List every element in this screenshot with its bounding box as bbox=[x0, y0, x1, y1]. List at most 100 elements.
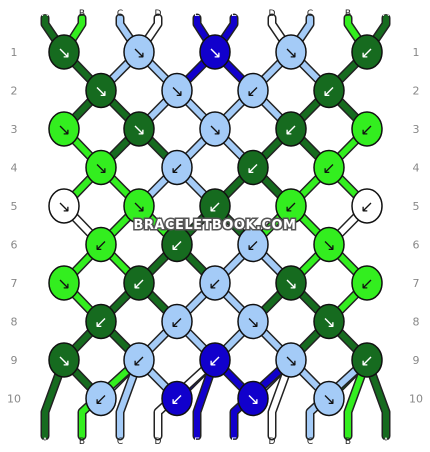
arrow-down-left-icon: ↙ bbox=[360, 197, 373, 216]
arrow-down-left-icon: ↙ bbox=[246, 236, 259, 255]
knot-oval bbox=[161, 303, 193, 340]
arrow-down-left-icon: ↙ bbox=[360, 351, 373, 370]
knot: ↙ bbox=[123, 342, 155, 378]
knot: ↘ bbox=[313, 303, 345, 340]
knot-oval bbox=[48, 188, 80, 224]
knot-oval bbox=[275, 188, 307, 224]
knot-oval bbox=[275, 342, 307, 378]
knot: ↙ bbox=[199, 265, 231, 301]
knot-grid: ↘↘↘↘↙↘↘↙↙↘↘↘↙↙↘↙↙↙↘↘↙↙↙↙↙↙↘↘↙↙↘↙↙↙↘↘↘↙↙↘… bbox=[48, 34, 383, 417]
arrow-down-left-icon: ↙ bbox=[132, 351, 145, 370]
knot-oval bbox=[199, 188, 231, 224]
row-number: 5 bbox=[413, 200, 420, 213]
strand-letter: D bbox=[155, 437, 162, 447]
knot: ↙ bbox=[275, 188, 307, 224]
strand-bottom-tail-fill bbox=[194, 357, 218, 439]
knot: ↙ bbox=[351, 188, 383, 224]
arrow-down-right-icon: ↘ bbox=[132, 120, 145, 139]
arrow-down-right-icon: ↘ bbox=[132, 197, 145, 216]
knot: ↙ bbox=[313, 149, 345, 186]
knot-oval bbox=[161, 149, 193, 186]
knot: ↘ bbox=[237, 380, 269, 417]
knot: ↙ bbox=[237, 149, 269, 186]
knot: ↘ bbox=[48, 111, 80, 147]
knot: ↙ bbox=[161, 149, 193, 186]
knot-oval bbox=[313, 149, 345, 186]
knot-oval bbox=[237, 303, 269, 340]
row-number: 9 bbox=[413, 354, 420, 367]
arrow-down-right-icon: ↘ bbox=[57, 197, 70, 216]
arrow-down-left-icon: ↙ bbox=[94, 390, 107, 409]
watermark: BRACELETBOOK.COM bbox=[134, 218, 297, 233]
strand-letter: B bbox=[345, 437, 351, 447]
arrow-down-left-icon: ↙ bbox=[360, 120, 373, 139]
knot: ↘ bbox=[313, 380, 345, 417]
row-number: 4 bbox=[413, 162, 420, 175]
knot-oval bbox=[123, 342, 155, 378]
arrow-down-left-icon: ↙ bbox=[322, 159, 335, 178]
knot-oval bbox=[161, 380, 193, 417]
knot-oval bbox=[351, 111, 383, 147]
strand-letter: E bbox=[231, 437, 237, 447]
knot-oval bbox=[48, 111, 80, 147]
knot: ↙ bbox=[199, 342, 231, 378]
arrow-down-right-icon: ↘ bbox=[57, 120, 70, 139]
arrow-down-left-icon: ↙ bbox=[322, 82, 335, 101]
row-number: 6 bbox=[413, 239, 420, 252]
strand-letter: A bbox=[383, 9, 390, 19]
knot-oval bbox=[85, 303, 117, 340]
knot: ↙ bbox=[85, 226, 117, 263]
strand-letter: B bbox=[79, 437, 85, 447]
strand-letter: C bbox=[117, 9, 123, 19]
arrow-down-right-icon: ↘ bbox=[284, 351, 297, 370]
knot-oval bbox=[237, 226, 269, 263]
row-number: 3 bbox=[11, 123, 18, 136]
knot: ↘ bbox=[123, 188, 155, 224]
knot-oval bbox=[237, 149, 269, 186]
arrow-down-right-icon: ↘ bbox=[57, 43, 70, 62]
row-number: 4 bbox=[11, 162, 18, 175]
arrow-down-right-icon: ↘ bbox=[132, 43, 145, 62]
knot-oval bbox=[275, 34, 307, 70]
knot: ↘ bbox=[48, 188, 80, 224]
row-number: 2 bbox=[413, 85, 420, 98]
knot-oval bbox=[351, 342, 383, 378]
strand-letter: D bbox=[269, 437, 276, 447]
knot-oval bbox=[48, 265, 80, 301]
strand-letter: B bbox=[345, 9, 351, 19]
arrow-down-right-icon: ↘ bbox=[322, 236, 335, 255]
knot: ↘ bbox=[48, 34, 80, 70]
arrow-down-left-icon: ↙ bbox=[360, 274, 373, 293]
arrow-down-right-icon: ↘ bbox=[246, 390, 259, 409]
strand-letter: E bbox=[194, 9, 200, 19]
knot-oval bbox=[48, 34, 80, 70]
knot: ↘ bbox=[85, 149, 117, 186]
knot: ↘ bbox=[48, 265, 80, 301]
knot: ↘ bbox=[123, 111, 155, 147]
knot: ↘ bbox=[275, 265, 307, 301]
knot-oval bbox=[199, 265, 231, 301]
knot-oval bbox=[237, 380, 269, 417]
strand-letter: C bbox=[307, 437, 313, 447]
arrow-down-left-icon: ↙ bbox=[94, 313, 107, 332]
strand-letter: A bbox=[42, 9, 49, 19]
knot-oval bbox=[161, 72, 193, 109]
knot-oval bbox=[85, 380, 117, 417]
arrow-down-left-icon: ↙ bbox=[208, 351, 221, 370]
knot: ↙ bbox=[351, 34, 383, 70]
strand-letter: E bbox=[194, 437, 200, 447]
arrow-down-right-icon: ↘ bbox=[94, 159, 107, 178]
strand-letter: D bbox=[155, 9, 162, 19]
arrow-down-left-icon: ↙ bbox=[94, 236, 107, 255]
knot: ↘ bbox=[161, 72, 193, 109]
arrow-down-right-icon: ↘ bbox=[322, 390, 335, 409]
arrow-down-left-icon: ↙ bbox=[208, 197, 221, 216]
arrow-down-left-icon: ↙ bbox=[284, 197, 297, 216]
knot: ↘ bbox=[123, 34, 155, 70]
knot-oval bbox=[199, 111, 231, 147]
strand-letter: D bbox=[269, 9, 276, 19]
knot-oval bbox=[351, 188, 383, 224]
